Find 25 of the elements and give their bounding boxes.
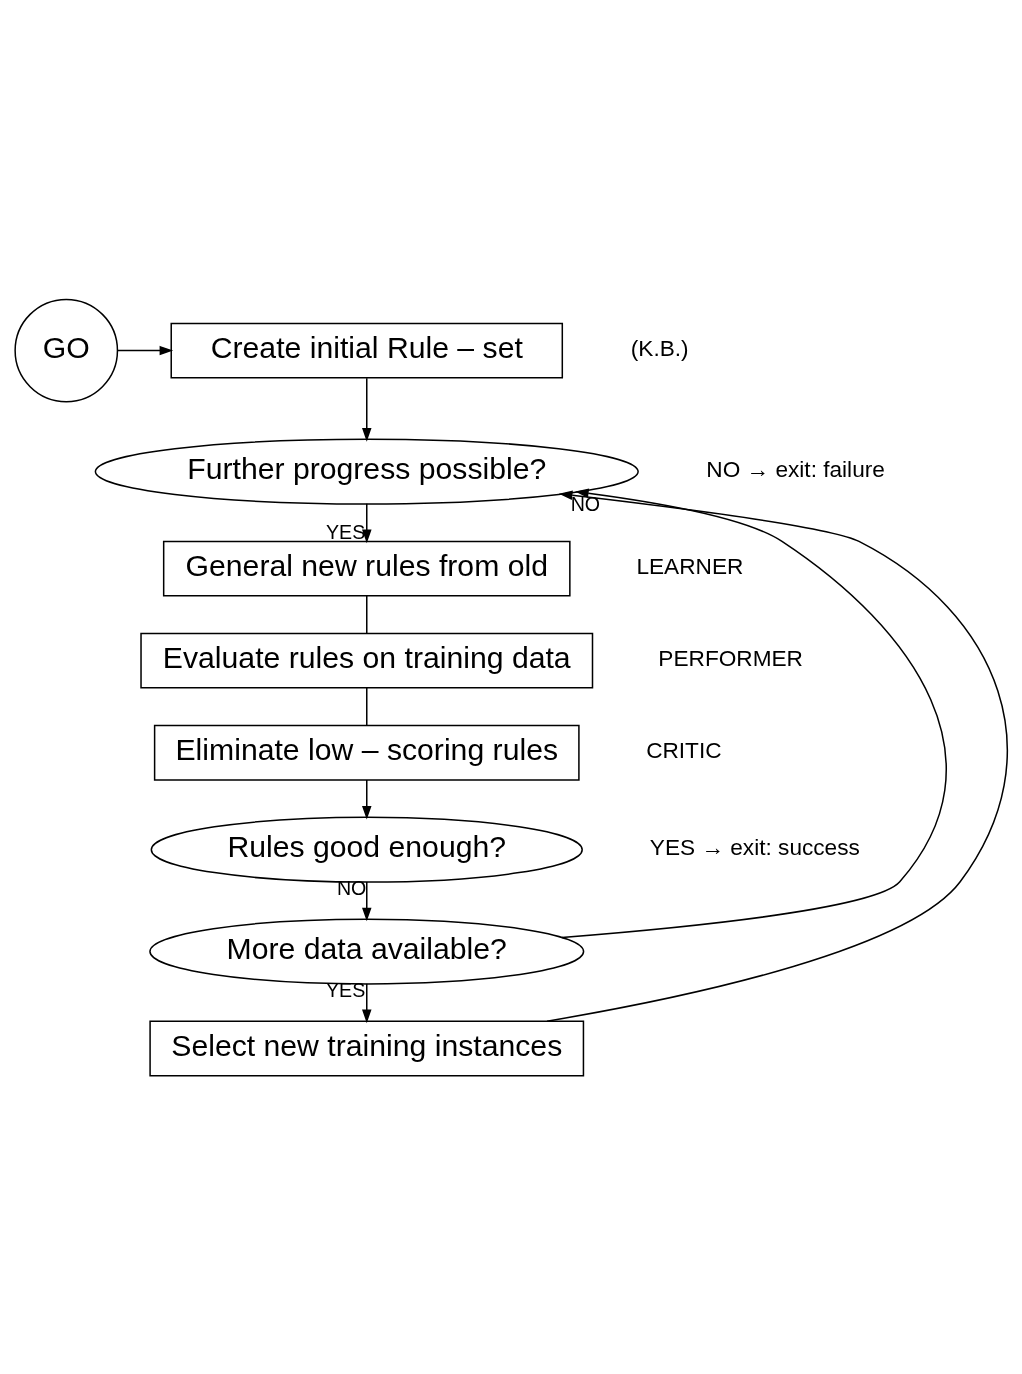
arrow xyxy=(361,502,372,543)
arrow xyxy=(361,982,372,1023)
node-label: PERFORMER xyxy=(657,645,803,671)
arrow xyxy=(361,778,372,819)
node-box: General new rules from old xyxy=(162,540,571,596)
node-label: CRITIC xyxy=(645,737,722,763)
node-ellipse: More data available? xyxy=(148,917,584,985)
edge-label: YES xyxy=(325,520,365,542)
node-ellipse: Rules good enough? xyxy=(150,816,583,883)
arrow xyxy=(545,490,1008,1022)
arrow xyxy=(361,880,372,921)
node-box: Evaluate rules on training data xyxy=(139,632,593,689)
node-box: Eliminate low – scoring rules xyxy=(153,724,580,781)
node-label: (K.B.) xyxy=(630,335,689,361)
node-label: YES → exit: success xyxy=(649,834,860,860)
node-box: Select new training instances xyxy=(148,1020,584,1076)
node-circle: GO xyxy=(13,298,118,402)
arrow xyxy=(361,377,372,442)
node-label: NO → exit: failure xyxy=(705,456,885,482)
connector xyxy=(365,686,367,726)
node-box: Create initial Rule – set xyxy=(169,322,563,378)
node-label: LEARNER xyxy=(635,553,743,579)
arrow xyxy=(116,345,173,355)
arrow xyxy=(560,488,947,938)
connector xyxy=(365,594,367,634)
